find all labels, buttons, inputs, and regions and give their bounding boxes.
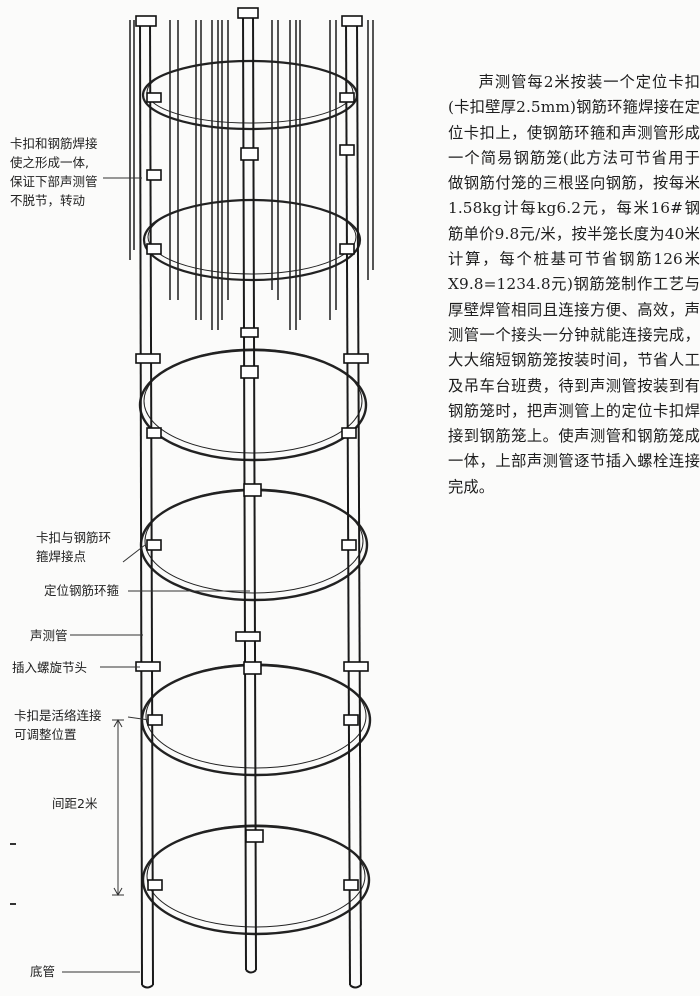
joint-clips xyxy=(135,7,369,891)
weld-note-line-4: 不脱节，转动 xyxy=(10,193,86,208)
spacing-label: 间距2米 xyxy=(52,796,98,811)
adjustable-clip-label: 卡扣是活络连接 可调整位置 xyxy=(14,706,102,744)
thread-joint-label: 插入螺旋节头 xyxy=(12,660,88,675)
leader-lines xyxy=(62,177,250,973)
adjustable-clip-line-1: 卡扣是活络连接 xyxy=(14,708,102,723)
adjustable-clip-line-2: 可调整位置 xyxy=(14,727,77,742)
clip-ring-weld-line-2: 箍焊接点 xyxy=(36,549,87,564)
description-text: 声测管每2米按装一个定位卡扣(卡扣壁厚2.5mm)钢筋环箍焊接在定位卡扣上，使钢… xyxy=(448,73,700,496)
upper-hoops xyxy=(141,59,362,282)
sonic-pipe-label: 声测管 xyxy=(30,628,68,643)
weld-note-line-2: 使之形成一体, xyxy=(10,155,89,170)
clip-ring-weld-line-1: 卡扣与钢筋环 xyxy=(36,530,112,545)
weld-note-line-1: 卡扣和钢筋焊接 xyxy=(10,136,98,151)
weld-note-label: 卡扣和钢筋焊接 使之形成一体, 保证下部声测管 不脱节，转动 xyxy=(10,134,98,210)
margin-tick xyxy=(10,903,16,905)
clip-ring-weld-label: 卡扣与钢筋环 箍焊接点 xyxy=(36,528,111,566)
weld-note-line-3: 保证下部声测管 xyxy=(10,174,98,189)
positioning-hoop-label: 定位钢筋环箍 xyxy=(44,583,120,598)
rebar-cage-hatching xyxy=(129,20,374,330)
bottom-pipe-label: 底管 xyxy=(30,964,56,979)
margin-tick xyxy=(10,843,16,845)
